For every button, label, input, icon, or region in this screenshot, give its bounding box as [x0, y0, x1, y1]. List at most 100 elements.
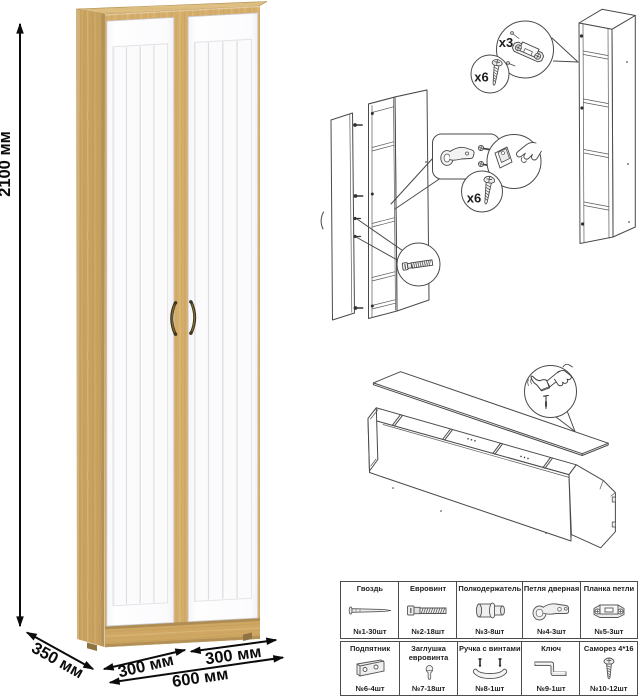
balloon-tail	[551, 37, 579, 63]
exploded-door-panel	[330, 112, 355, 321]
wardrobe-side-panel	[76, 9, 105, 647]
part-cell-handle: Ручка с винтами №8-1шт	[457, 641, 523, 696]
euroscrew-zoom-icon	[401, 259, 434, 271]
part-name: Заглушка евровинта	[408, 644, 449, 662]
screw-icon	[586, 654, 632, 684]
wardrobe-door-left	[106, 17, 175, 627]
shelf-pin-icon-use	[476, 603, 504, 618]
door-hinge-icon-use	[533, 604, 569, 620]
hand-holding-hammer	[554, 369, 572, 387]
hinge-callout-leaders	[390, 157, 441, 210]
part-cell-foot-glide: Подпятник №6-4шт	[340, 641, 401, 696]
plate-pins	[506, 31, 520, 67]
nail-icon	[347, 594, 393, 627]
screw-zoom-icon-mid	[483, 175, 496, 205]
part-name: Полкодержатель	[458, 584, 522, 593]
nail-icon-use	[349, 607, 391, 614]
screws-x6-top-label: x6	[474, 70, 488, 85]
part-name: Подпятник	[349, 644, 391, 653]
nail-position-dots	[392, 438, 547, 534]
part-cell-shelf-pin: Полкодержатель №3-8шт	[456, 581, 524, 639]
part-cell-hex-key: Ключ №9-1шт	[520, 641, 582, 696]
assembly-diagram-back-panel	[367, 363, 616, 549]
part-name: Ключ	[541, 644, 561, 653]
part-cell-nail: Гвоздь №1-30шт	[340, 581, 400, 639]
hinge-detail-callout	[432, 133, 500, 180]
euroscrew-leader-lines	[355, 218, 405, 262]
part-cell-screw: Саморез 4*16 №10-12шт	[579, 641, 638, 696]
screws-x6-callout-mid: x6	[461, 170, 503, 213]
part-count: №1-30шт	[353, 627, 387, 636]
foot-glide-icon-use	[357, 660, 384, 676]
part-name: Планка петли	[583, 584, 635, 593]
part-name: Евровинт	[409, 584, 447, 593]
hinge-plate-x3-callout: x3	[496, 20, 579, 79]
carcass-dividers	[391, 414, 554, 469]
part-count: №6-4шт	[355, 684, 385, 693]
part-count: №7-18шт	[411, 684, 446, 693]
carcass-bottom-panel	[568, 464, 616, 549]
hand-mounting-callout	[486, 134, 542, 189]
right-door-width-line	[189, 637, 278, 654]
hammer-icon	[527, 363, 573, 410]
carcass-left-end	[367, 407, 379, 472]
hinge-plate-zoom-icon	[511, 41, 545, 63]
part-count: №3-8шт	[475, 627, 505, 636]
lying-carcass	[367, 407, 616, 549]
hex-key-icon-use	[535, 662, 566, 676]
depth-dimension-line	[25, 631, 95, 670]
part-count: №8-1шт	[475, 684, 505, 693]
part-count: №4-3шт	[536, 627, 567, 636]
part-count: №9-1шт	[536, 684, 566, 693]
door-hinge-icon	[529, 594, 575, 627]
part-count: №5-3шт	[594, 627, 624, 636]
total-width-label: 600 мм	[171, 665, 230, 691]
part-cell-hinge-plate: Планка петли №5-3шт	[579, 581, 638, 639]
foot-glide-icon	[347, 654, 393, 684]
hammer-head	[530, 375, 550, 392]
handle-icon-use	[473, 659, 506, 679]
cabinet-hinge-dots	[579, 34, 585, 226]
part-name: Гвоздь	[356, 584, 383, 593]
hinge-zoom-icon	[440, 146, 475, 166]
hammer-callout	[524, 363, 577, 432]
wardrobe-illustration	[75, 1, 268, 651]
door-handle-right	[189, 300, 197, 335]
assembled-cabinet	[578, 8, 636, 244]
euroscrew-callout	[396, 242, 441, 287]
euroscrew-icon-use	[408, 606, 447, 615]
door-swing-arc	[320, 211, 324, 230]
hinge-plate-icon-use	[594, 605, 624, 618]
part-cell-euroscrew: Евровинт №2-18шт	[398, 581, 458, 639]
handle-icon	[467, 654, 513, 684]
screws-x6-callout-top: x6	[470, 54, 510, 94]
wardrobe-door-right	[187, 12, 259, 623]
part-name: Ручка с винтами	[459, 644, 521, 653]
part-name: Петля дверная	[523, 584, 580, 593]
total-width-line	[108, 655, 285, 685]
part-count: №10-12шт	[590, 684, 628, 693]
parts-table: Гвоздь №1-30шт Евровинт №2-18шт Полкодер…	[340, 581, 638, 696]
screw-zoom-icon-top	[491, 59, 503, 86]
part-cell-screw-cap: Заглушка евровинта №7-18шт	[398, 641, 459, 696]
height-dimension-label: 2100 мм	[0, 131, 14, 197]
wardrobe-front	[105, 5, 260, 648]
euroscrew-icon	[405, 594, 451, 627]
screw-icon-use	[604, 658, 614, 679]
carcass-hinge-dots	[370, 112, 374, 308]
hand-pressing-hinge-icon	[494, 142, 542, 169]
part-name: Саморез 4*16	[583, 644, 634, 653]
hinge-plate-x3-label: x3	[499, 35, 513, 50]
door-handle-left	[170, 301, 178, 336]
hinge-plate-icon	[586, 594, 632, 627]
screw-cap-icon	[406, 660, 452, 684]
depth-dimension-label: 350 мм	[28, 639, 86, 682]
screw-cap-icon-use	[426, 665, 433, 679]
parts-table-row-1: Гвоздь №1-30шт Евровинт №2-18шт Полкодер…	[340, 581, 638, 639]
part-count: №2-18шт	[411, 627, 445, 636]
shelf-pin-icon	[467, 594, 513, 627]
hammer-balloon-tail	[553, 411, 576, 432]
back-panel-sheet	[372, 371, 609, 456]
hex-key-icon	[528, 654, 574, 684]
